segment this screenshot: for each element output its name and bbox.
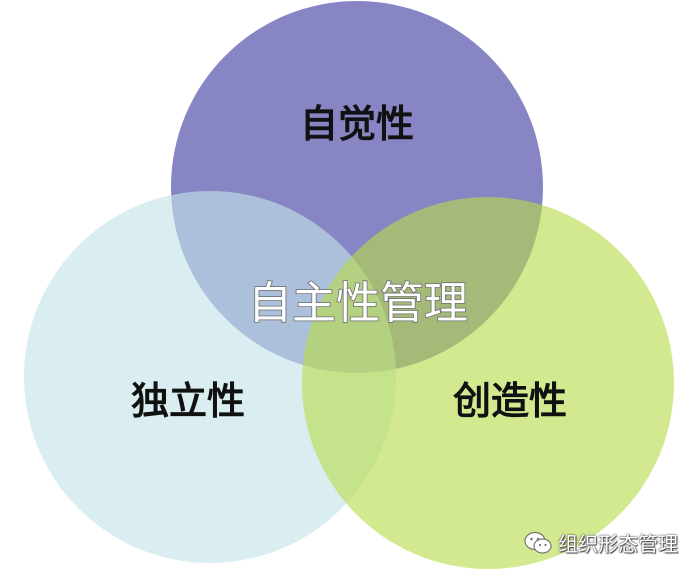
label-independence: 独立性: [131, 379, 245, 423]
label-creativity: 创造性: [453, 379, 567, 423]
watermark: 组织形态管理: [524, 528, 678, 557]
circle-independence: [24, 191, 396, 563]
center-label: 自主性管理: [248, 278, 468, 329]
circle-creativity: [302, 197, 674, 569]
wechat-icon: [524, 531, 552, 555]
label-self-awareness: 自觉性: [300, 102, 414, 146]
watermark-text: 组织形态管理: [558, 532, 678, 556]
